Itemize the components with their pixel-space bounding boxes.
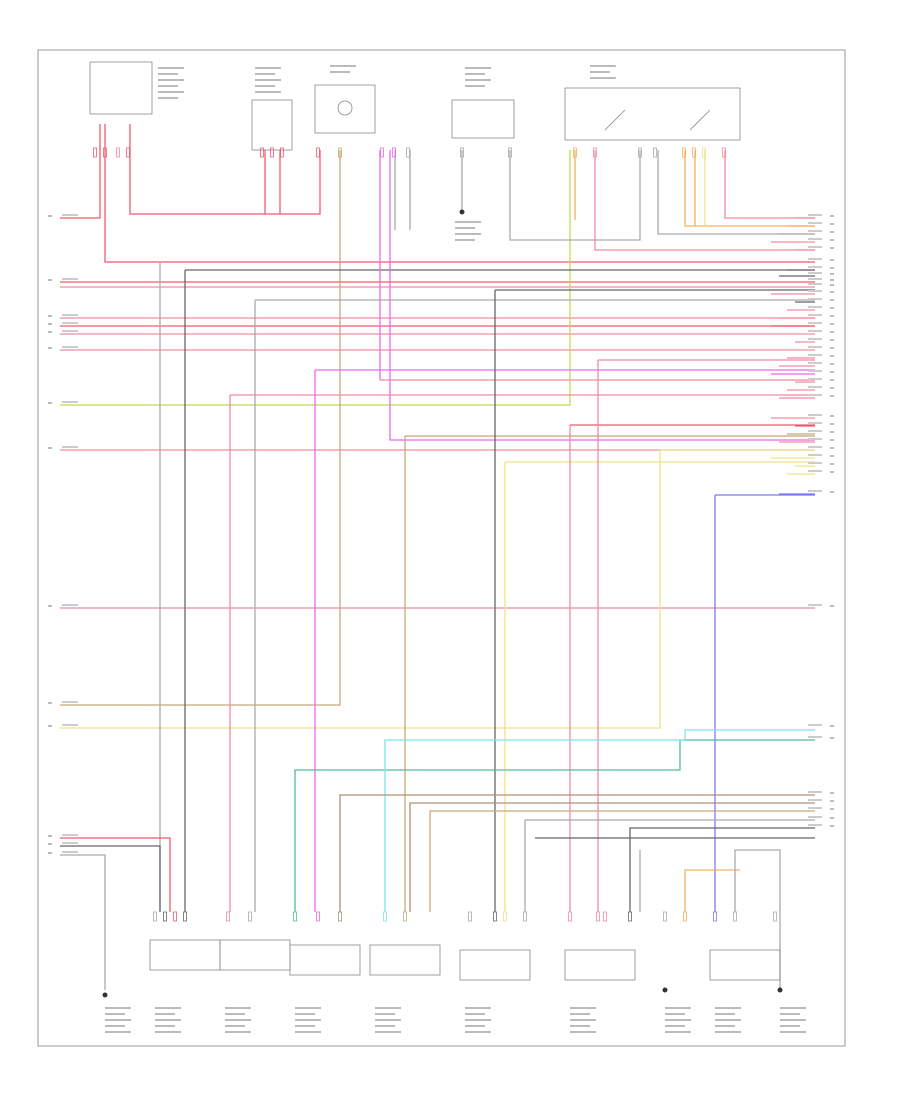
connector-pin-bottom — [773, 911, 777, 922]
component-layer — [48, 61, 834, 1033]
wire-relay-module — [129, 124, 321, 215]
ground-bottom — [777, 987, 783, 993]
connector-pin-bottom — [596, 911, 600, 922]
connector-pin-top — [682, 147, 686, 158]
wire-yellow-long — [60, 449, 815, 729]
sensor-box — [314, 84, 376, 134]
connector-pin-top — [593, 147, 597, 158]
connector-pin-top — [260, 147, 264, 158]
sensor-box-bottom — [709, 949, 781, 981]
wire-left-low-dark — [60, 845, 161, 912]
connector-pin-top — [722, 147, 726, 158]
wire-switch-pink — [724, 150, 815, 219]
connector-pin-bottom — [683, 911, 687, 922]
connector-pin-top — [270, 147, 274, 158]
connector-pin-bottom — [183, 911, 187, 922]
connector-pin-bottom — [568, 911, 572, 922]
connector-pin-bottom — [248, 911, 252, 922]
wire-sensor-loop — [509, 150, 641, 241]
connector-pin-top — [508, 147, 512, 158]
connector-pin-top — [103, 147, 107, 158]
wire-switch-gray — [657, 150, 815, 235]
relay-box — [89, 61, 153, 115]
sensor-box-bottom — [564, 949, 636, 981]
wire-layer — [60, 124, 815, 990]
connector-pin-bottom — [713, 911, 717, 922]
connector-pin-bottom — [316, 911, 320, 922]
connector-pin-top — [338, 147, 342, 158]
sensor-symbol — [337, 100, 353, 116]
switch-contact-1 — [604, 109, 626, 131]
connector-pin-top — [653, 147, 657, 158]
switch-contact-2 — [689, 109, 711, 131]
wire-teal — [294, 739, 815, 912]
connector-pin-bottom — [226, 911, 230, 922]
ground-bottom — [662, 987, 668, 993]
connector-pin-bottom — [523, 911, 527, 922]
connector-pin-bottom — [503, 911, 507, 922]
wire-bus-262 — [104, 124, 815, 263]
connector-pin-bottom — [153, 911, 157, 922]
connector-pin-top — [280, 147, 284, 158]
wire-violet-2 — [389, 150, 815, 441]
sensor-box-bottom — [289, 944, 361, 976]
connector-pin-bottom — [163, 911, 167, 922]
connector-pin-top — [392, 147, 396, 158]
wire-left-low-red — [60, 837, 171, 912]
connector-pin-bottom — [293, 911, 297, 922]
connector-pin-bottom — [173, 911, 177, 922]
connector-pin-bottom — [338, 911, 342, 922]
wire-ground-1 — [60, 854, 106, 990]
sensor-box-bottom — [459, 949, 531, 981]
ground-top — [459, 209, 465, 215]
wire-dark-low-2 — [629, 827, 815, 912]
ground-bottom — [102, 992, 108, 998]
connector-pin-bottom — [733, 911, 737, 922]
wire-brown-2 — [409, 802, 815, 912]
wire-switch-orange — [684, 150, 815, 227]
wire-switch-bus — [594, 150, 815, 251]
switch-box-1 — [451, 99, 515, 139]
connector-pin-bottom — [603, 911, 607, 922]
connector-pin-bottom — [493, 911, 497, 922]
connector-pin-top — [573, 147, 577, 158]
connector-pin-bottom — [628, 911, 632, 922]
module-box — [251, 99, 293, 151]
connector-pin-bottom — [663, 911, 667, 922]
wire-tan-left — [60, 150, 341, 706]
diagram-border — [37, 49, 846, 1047]
connector-pin-bottom — [403, 911, 407, 922]
wire-left-1 — [60, 124, 101, 219]
connector-pin-top — [460, 147, 464, 158]
connector-pin-bottom — [468, 911, 472, 922]
sensor-box-bottom — [219, 939, 291, 971]
wire-cyan — [384, 729, 815, 912]
wire-tan-2 — [429, 810, 815, 912]
connector-pin-top — [93, 147, 97, 158]
wire-orange-low — [684, 869, 740, 912]
wire-brown-1 — [339, 794, 815, 912]
connector-pin-top — [380, 147, 384, 158]
connector-pin-top — [702, 147, 706, 158]
wire-gray-low — [524, 819, 815, 912]
connector-pin-top — [692, 147, 696, 158]
wire-gray-right — [734, 849, 781, 990]
sensor-box-bottom — [149, 939, 221, 971]
sensor-box-bottom — [369, 944, 441, 976]
switch-box-2 — [564, 87, 741, 141]
connector-pin-top — [126, 147, 130, 158]
connector-pin-top — [316, 147, 320, 158]
connector-pin-top — [406, 147, 410, 158]
wire-olive-bus — [60, 150, 571, 406]
connector-pin-top — [116, 147, 120, 158]
connector-pin-top — [638, 147, 642, 158]
connector-pin-bottom — [383, 911, 387, 922]
